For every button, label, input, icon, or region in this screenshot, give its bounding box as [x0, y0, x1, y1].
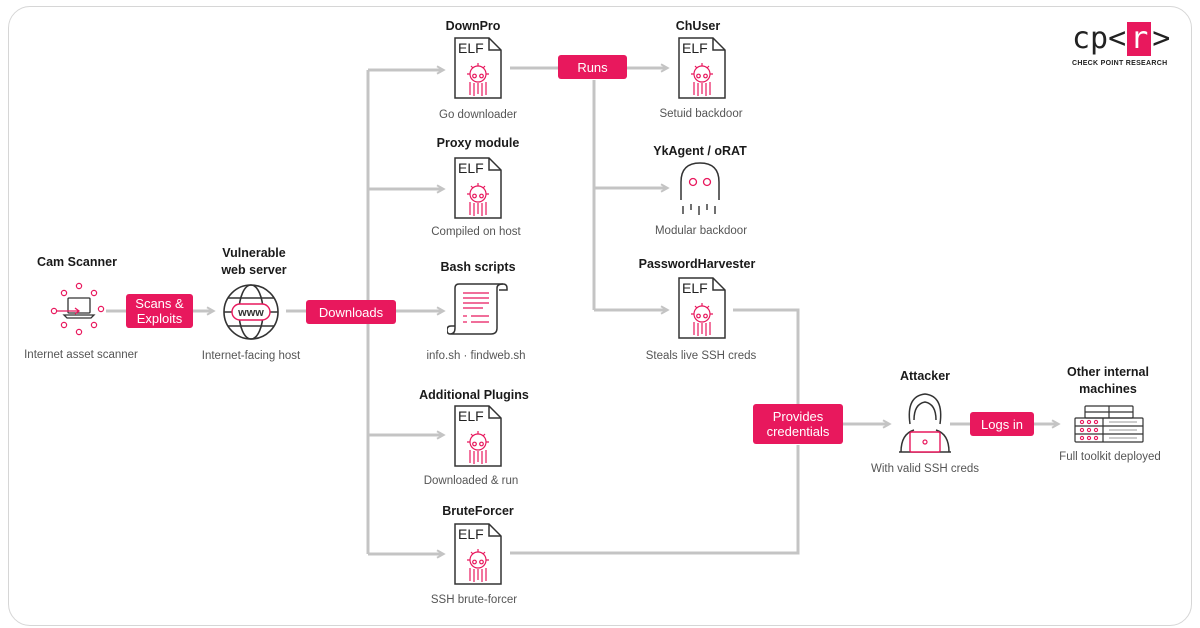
- elf-file-icon-plugins: ELF: [454, 405, 502, 467]
- additional-plugins-subtitle: Downloaded & run: [423, 475, 519, 487]
- attacker-subtitle: With valid SSH creds: [870, 463, 980, 475]
- scanner-icon: [50, 282, 105, 336]
- web-server-title: Vulnerable web server: [221, 246, 287, 277]
- edge-harvester-to-provides: [733, 308, 800, 405]
- edge-bruteforcer-to-provides: [510, 445, 800, 555]
- proxy-module-subtitle: Compiled on host: [431, 226, 521, 238]
- bash-scripts-title: Bash scripts: [440, 260, 516, 274]
- ykagent-subtitle: Modular backdoor: [654, 225, 748, 237]
- logo-wordmark: CHECK POINT RESEARCH: [1072, 60, 1168, 67]
- elf-file-icon-downpro: ELF: [454, 37, 502, 99]
- elf-text: ELF: [682, 280, 708, 296]
- check-point-research-logo: cp<r> CHECK POINT RESEARCH: [1072, 21, 1170, 68]
- password-harvester-subtitle: Steals live SSH creds: [645, 350, 757, 362]
- provides-credentials-label: Provides credentials: [753, 404, 843, 444]
- runs-label: Runs: [558, 55, 627, 79]
- elf-text: ELF: [458, 160, 484, 176]
- globe-icon: www: [223, 284, 279, 340]
- logo-mark-r: r: [1127, 22, 1152, 56]
- bruteforcer-subtitle: SSH brute-forcer: [430, 594, 518, 606]
- cpr-logo-mark: cp<r>: [1072, 21, 1170, 56]
- ykagent-title: YkAgent / oRAT: [653, 144, 747, 158]
- proxy-module-title: Proxy module: [436, 136, 520, 150]
- ghost-icon: [680, 162, 720, 215]
- elf-text: ELF: [458, 408, 484, 424]
- cam-scanner-title: Cam Scanner: [37, 255, 117, 269]
- diagram-frame: [8, 6, 1192, 626]
- downpro-subtitle: Go downloader: [439, 109, 517, 121]
- attacker-title: Attacker: [899, 369, 951, 383]
- other-machines-subtitle: Full toolkit deployed: [1059, 451, 1161, 463]
- logo-mark-right: >: [1152, 21, 1171, 56]
- web-server-subtitle: Internet-facing host: [201, 350, 301, 362]
- script-scroll-icon: [447, 283, 508, 335]
- elf-text: ELF: [458, 40, 484, 56]
- password-harvester-title: PasswordHarvester: [638, 257, 756, 271]
- logs-in-label: Logs in: [970, 412, 1034, 436]
- downloads-label: Downloads: [306, 300, 396, 324]
- elf-file-icon-harvester: ELF: [678, 277, 726, 339]
- bash-scripts-subtitle: info.sh · findweb.sh: [426, 350, 526, 362]
- logo-mark-left: cp<: [1072, 21, 1127, 56]
- hacker-icon: [899, 393, 951, 453]
- cam-scanner-subtitle: Internet asset scanner: [24, 349, 138, 361]
- elf-text: ELF: [458, 526, 484, 542]
- www-label: www: [237, 307, 264, 319]
- other-machines-title: Other internal machines: [1067, 365, 1149, 396]
- additional-plugins-title: Additional Plugins: [419, 388, 529, 402]
- scans-exploits-label: Scans & Exploits: [126, 294, 193, 328]
- elf-file-icon-proxy: ELF: [454, 157, 502, 219]
- elf-text: ELF: [682, 40, 708, 56]
- chuser-subtitle: Setuid backdoor: [659, 108, 743, 120]
- chuser-title: ChUser: [675, 19, 721, 33]
- bruteforcer-title: BruteForcer: [442, 504, 514, 518]
- servers-icon: [1074, 405, 1144, 443]
- elf-file-icon-bruteforcer: ELF: [454, 523, 502, 585]
- downpro-title: DownPro: [445, 19, 501, 33]
- elf-file-icon-chuser: ELF: [678, 37, 726, 99]
